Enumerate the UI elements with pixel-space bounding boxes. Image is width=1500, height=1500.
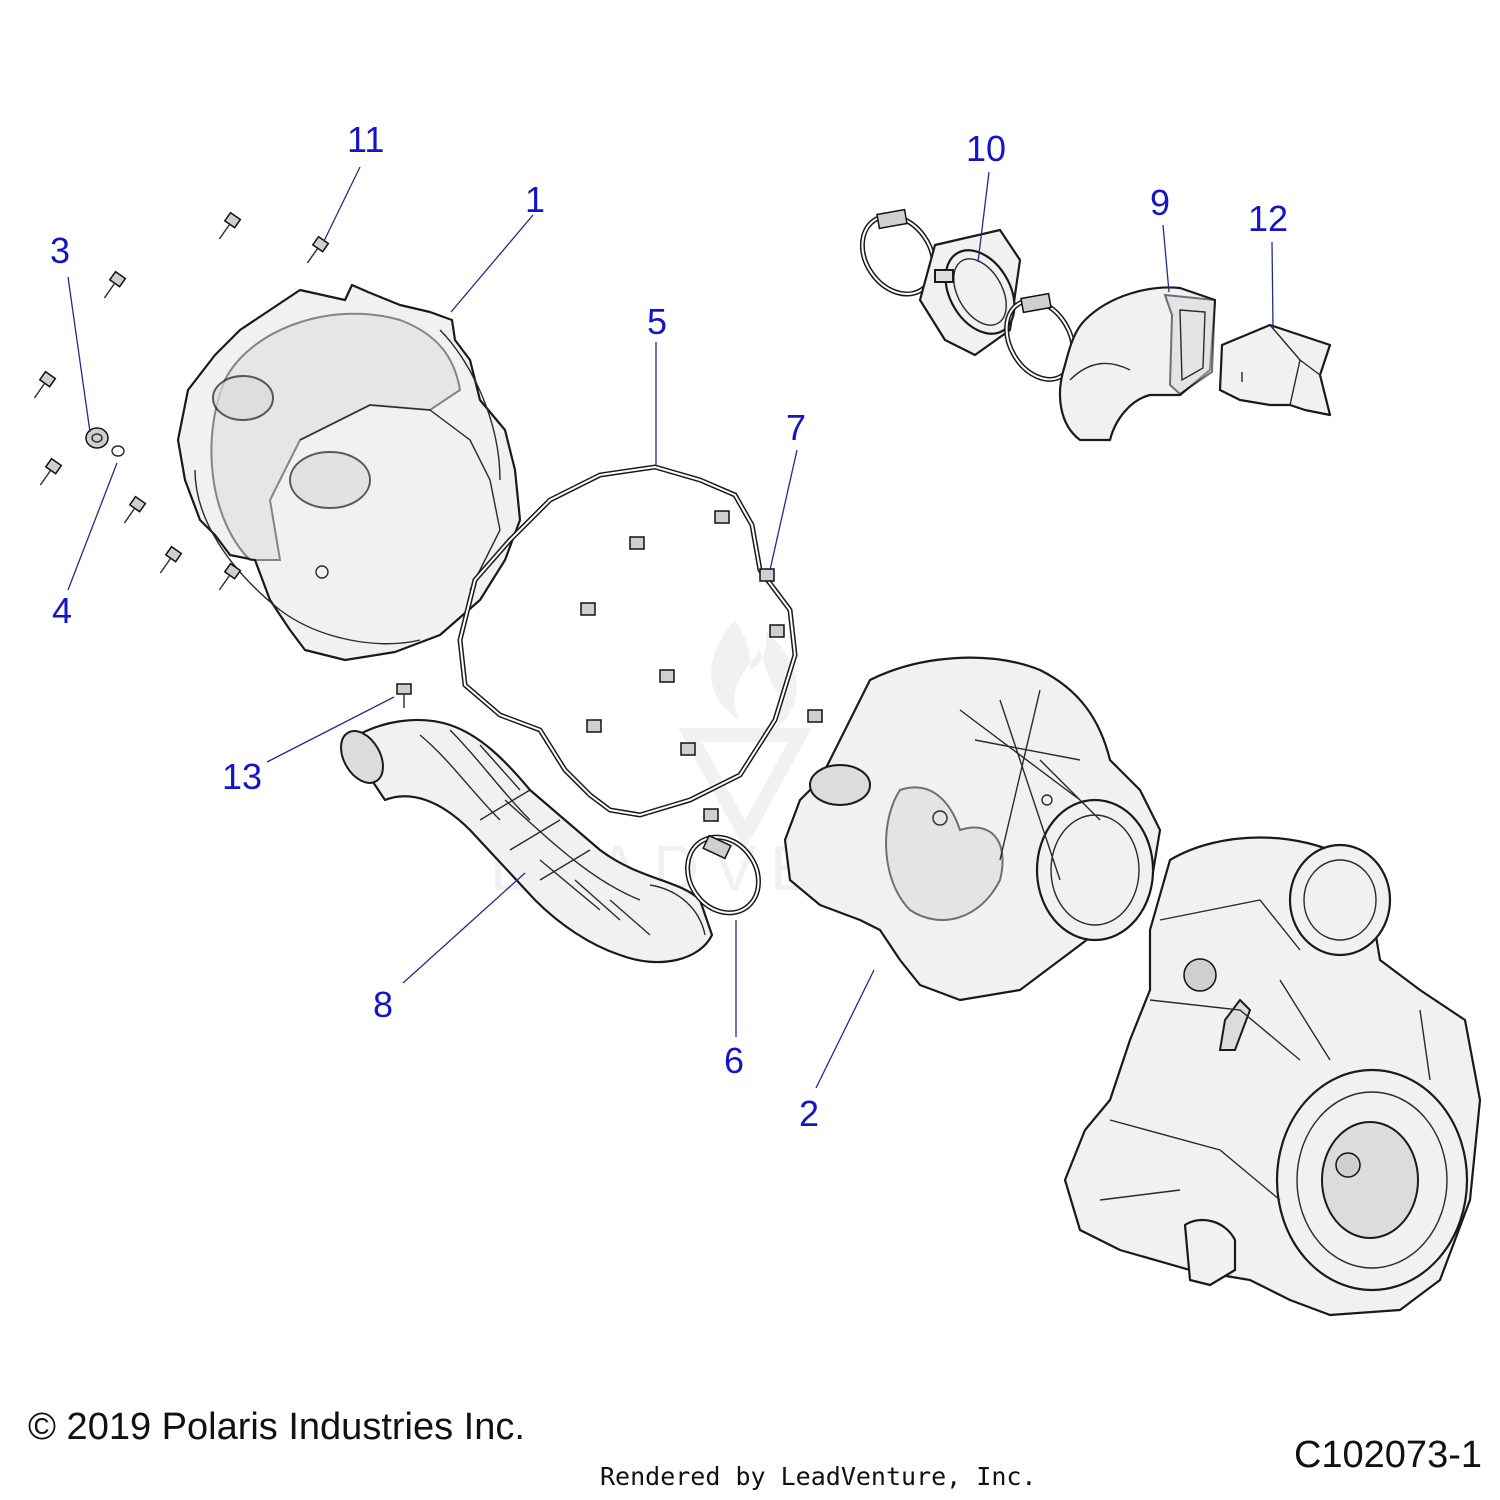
elbow-duct [1058,286,1217,442]
copyright-text: © 2019 Polaris Industries Inc. [28,1406,525,1448]
inner-clutch-cover [783,656,1162,1002]
callout-2: 2 [799,1093,819,1134]
cover-gasket [457,464,798,818]
rendered-by-text: Rendered by LeadVenture, Inc. [600,1462,1037,1491]
callout-12: 12 [1248,198,1288,239]
callout-6: 6 [724,1040,744,1081]
callout-9: 9 [1150,182,1170,223]
o-ring-small [111,445,125,457]
diagram-id: C102073-1 [1293,1434,1482,1476]
intake-duct [340,718,714,964]
callout-4: 4 [52,590,72,631]
hose-clamp-lower [685,834,761,916]
leader-lines [67,166,1274,1089]
grommet [85,427,109,449]
duct-cap [1218,323,1332,417]
callout-11: 11 [347,119,384,160]
callout-10: 10 [966,128,1006,169]
callout-3: 3 [50,230,70,271]
callout-5: 5 [647,301,667,342]
duct-coupler [918,228,1022,357]
callout-8: 8 [373,984,393,1025]
stud-group [580,510,823,822]
outer-clutch-cover [176,283,522,662]
push-clip [396,683,412,708]
screw-group [33,211,330,591]
transmission-housing [1063,836,1482,1317]
callout-13: 13 [222,756,262,797]
callout-labels: 1 2 3 4 5 6 7 8 9 10 11 12 13 [50,119,1288,1134]
callout-1: 1 [525,179,545,220]
watermark-logo [678,620,812,850]
callout-7: 7 [786,407,806,448]
